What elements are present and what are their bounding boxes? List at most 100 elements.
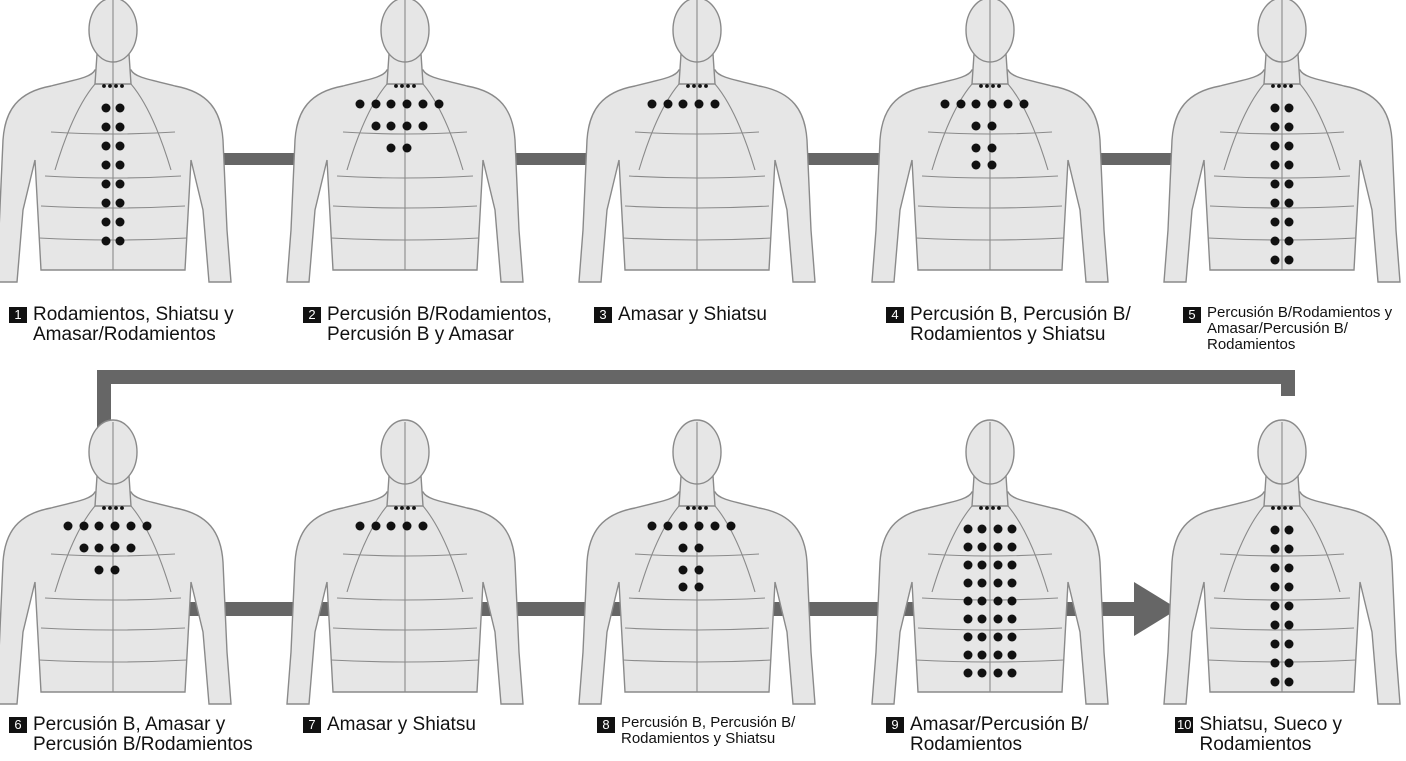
neck-point (985, 84, 989, 88)
massage-point (988, 161, 997, 170)
step-label-6: 6 Percusión B, Amasar y Percusión B/Rodam… (9, 715, 253, 755)
neck-point (997, 506, 1001, 510)
massage-point (1285, 218, 1294, 227)
body-figure-step-7 (287, 420, 523, 704)
massage-point (403, 100, 412, 109)
body-figure-step-3 (579, 0, 815, 282)
massage-point (964, 525, 973, 534)
neck-point (394, 84, 398, 88)
massage-point (1271, 180, 1280, 189)
step-label-10: 10Shiatsu, Sueco y Rodamientos (1175, 715, 1342, 755)
body-figure-step-10 (1164, 420, 1400, 704)
massage-point (116, 104, 125, 113)
massage-point (356, 522, 365, 531)
neck-point (991, 506, 995, 510)
body-figure-step-2 (287, 0, 523, 282)
neck-point (400, 84, 404, 88)
neck-point (1271, 506, 1275, 510)
massage-point (994, 543, 1003, 552)
massage-point (994, 579, 1003, 588)
neck-point (1271, 84, 1275, 88)
massage-point (978, 543, 987, 552)
connector-return-right-drop (1281, 370, 1295, 396)
massage-point (664, 100, 673, 109)
massage-point (116, 142, 125, 151)
massage-point (403, 522, 412, 531)
massage-point (1285, 545, 1294, 554)
massage-point (64, 522, 73, 531)
step-description: Percusión B/Rodamientos y Amasar/Percusi… (1207, 305, 1392, 352)
neck-point (686, 506, 690, 510)
massage-point (419, 522, 428, 531)
massage-point (1285, 526, 1294, 535)
massage-point (80, 522, 89, 531)
massage-point (387, 522, 396, 531)
massage-point (1008, 579, 1017, 588)
massage-point (679, 566, 688, 575)
neck-point (997, 84, 1001, 88)
step-description: Percusión B, Percusión B/ Rodamientos y … (621, 715, 795, 747)
massage-point (1008, 597, 1017, 606)
massage-point (978, 651, 987, 660)
step-number-badge: 4 (886, 307, 904, 323)
massage-point (1271, 199, 1280, 208)
massage-point (941, 100, 950, 109)
step-number-badge: 3 (594, 307, 612, 323)
massage-point (957, 100, 966, 109)
massage-point (116, 199, 125, 208)
step-description: Percusión B, Percusión B/ Rodamientos y … (910, 305, 1131, 345)
neck-point (108, 506, 112, 510)
massage-point (964, 669, 973, 678)
massage-point (127, 522, 136, 531)
massage-point (1271, 218, 1280, 227)
massage-point (1008, 561, 1017, 570)
massage-point (116, 237, 125, 246)
massage-point (1004, 100, 1013, 109)
massage-point (695, 522, 704, 531)
massage-point (648, 522, 657, 531)
massage-point (387, 144, 396, 153)
massage-point (988, 100, 997, 109)
massage-point (116, 123, 125, 132)
body-figure-step-8 (579, 420, 815, 704)
step-number-badge: 6 (9, 717, 27, 733)
massage-point (111, 522, 120, 531)
step-number-badge: 9 (886, 717, 904, 733)
massage-point (1271, 640, 1280, 649)
neck-point (394, 506, 398, 510)
massage-point (964, 651, 973, 660)
massage-point (994, 669, 1003, 678)
step-label-8: 8Percusión B, Percusión B/ Rodamientos y… (597, 715, 795, 747)
step-description: Percusión B, Amasar y Percusión B/Rodami… (33, 715, 253, 755)
massage-point (1271, 142, 1280, 151)
massage-point (116, 218, 125, 227)
massage-point (978, 669, 987, 678)
massage-point (1285, 161, 1294, 170)
step-description: Amasar y Shiatsu (618, 305, 767, 325)
massage-point (1285, 237, 1294, 246)
step-number-badge: 10 (1175, 717, 1193, 733)
massage-point (727, 522, 736, 531)
massage-point (116, 180, 125, 189)
massage-point (1271, 602, 1280, 611)
massage-point (1271, 256, 1280, 265)
neck-point (406, 84, 410, 88)
massage-point (1271, 545, 1280, 554)
neck-point (400, 506, 404, 510)
body-figure-step-9 (872, 420, 1108, 704)
massage-point (1285, 180, 1294, 189)
massage-point (978, 597, 987, 606)
massage-point (95, 522, 104, 531)
massage-point (1285, 659, 1294, 668)
step-number-badge: 5 (1183, 307, 1201, 323)
massage-point (679, 583, 688, 592)
step-number-badge: 2 (303, 307, 321, 323)
massage-point (964, 543, 973, 552)
body-figure-step-1 (0, 0, 231, 282)
massage-point (1008, 543, 1017, 552)
neck-point (406, 506, 410, 510)
massage-point (648, 100, 657, 109)
massage-point (964, 561, 973, 570)
massage-point (978, 579, 987, 588)
